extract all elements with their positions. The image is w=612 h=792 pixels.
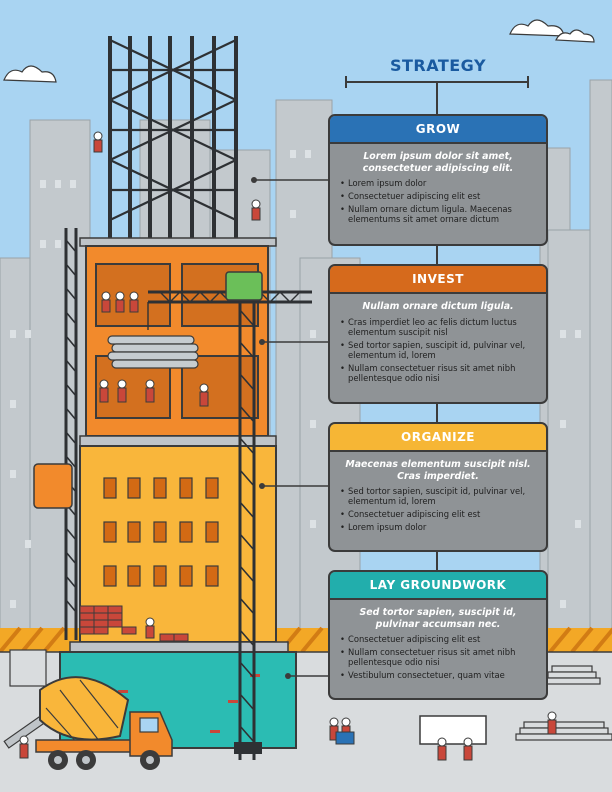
workers: [19, 131, 557, 761]
step-card-organize: ORGANIZE Maecenas elementum suscipit nis…: [328, 422, 548, 552]
step-bullets: Consectetuer adipiscing elit est Nullam …: [330, 634, 546, 689]
brick-wall: [79, 605, 189, 642]
cloud-icon: [555, 29, 595, 43]
pipe-stack: [107, 335, 199, 369]
bullet-item: Lorem ipsum dolor: [340, 178, 538, 188]
bullet-item: Sed tortor sapien, suscipit id, pulvinar…: [340, 340, 538, 360]
bullet-item: Nullam ornare dictum ligula. Maecenas el…: [340, 204, 538, 224]
step-bullets: Sed tortor sapien, suscipit id, pulvinar…: [330, 486, 546, 541]
scaffold-bracing: [109, 39, 237, 221]
step-card-grow: GROW Lorem ipsum dolor sit amet, consect…: [328, 114, 548, 246]
step-card-invest: INVEST Nullam ornare dictum ligula. Cras…: [328, 264, 548, 404]
background-windows: [10, 150, 581, 608]
flow-connectors: [345, 76, 529, 570]
cement-truck: [3, 676, 173, 770]
window-grid: [103, 477, 219, 587]
step-heading: ORGANIZE: [330, 424, 546, 452]
bullet-item: Consectetuer adipiscing elit est: [340, 191, 538, 201]
bullet-item: Sed tortor sapien, suscipit id, pulvinar…: [340, 486, 538, 506]
ground-sign: [419, 715, 487, 745]
page-title: STRATEGY: [389, 56, 487, 75]
step-heading: GROW: [330, 116, 546, 144]
cloud-icon: [509, 19, 565, 37]
bullet-item: Nullam consectetuer risus sit amet nibh …: [340, 363, 538, 383]
step-bullets: Cras imperdiet leo ac felis dictum luctu…: [330, 317, 546, 392]
bullet-item: Lorem ipsum dolor: [340, 522, 538, 532]
crane-cab: [225, 271, 263, 301]
step-subtitle: Lorem ipsum dolor sit amet, consectetuer…: [362, 151, 514, 174]
left-scaffold: [64, 228, 78, 640]
pointer-lines: [254, 179, 328, 677]
step-heading: LAY GROUNDWORK: [330, 572, 546, 600]
step-bullets: Lorem ipsum dolor Consectetuer adipiscin…: [330, 178, 546, 233]
bullet-item: Consectetuer adipiscing elit est: [340, 634, 538, 644]
lift-cabin: [33, 463, 73, 509]
step-card-groundwork: LAY GROUNDWORK Sed tortor sapien, suscip…: [328, 570, 548, 700]
cloud-icon: [3, 65, 57, 83]
step-subtitle: Nullam ornare dictum ligula.: [362, 301, 514, 312]
step-heading: INVEST: [330, 266, 546, 294]
bullet-item: Vestibulum consectetuer, quam vitae: [340, 670, 538, 680]
step-subtitle: Sed tortor sapien, suscipit id, pulvinar…: [359, 607, 517, 630]
bullet-item: Consectetuer adipiscing elit est: [340, 509, 538, 519]
step-subtitle: Maecenas elementum suscipit nisl. Cras i…: [345, 459, 531, 482]
bullet-item: Nullam consectetuer risus sit amet nibh …: [340, 647, 538, 667]
bullet-item: Cras imperdiet leo ac felis dictum luctu…: [340, 317, 538, 337]
stacked-slabs: [515, 665, 612, 741]
